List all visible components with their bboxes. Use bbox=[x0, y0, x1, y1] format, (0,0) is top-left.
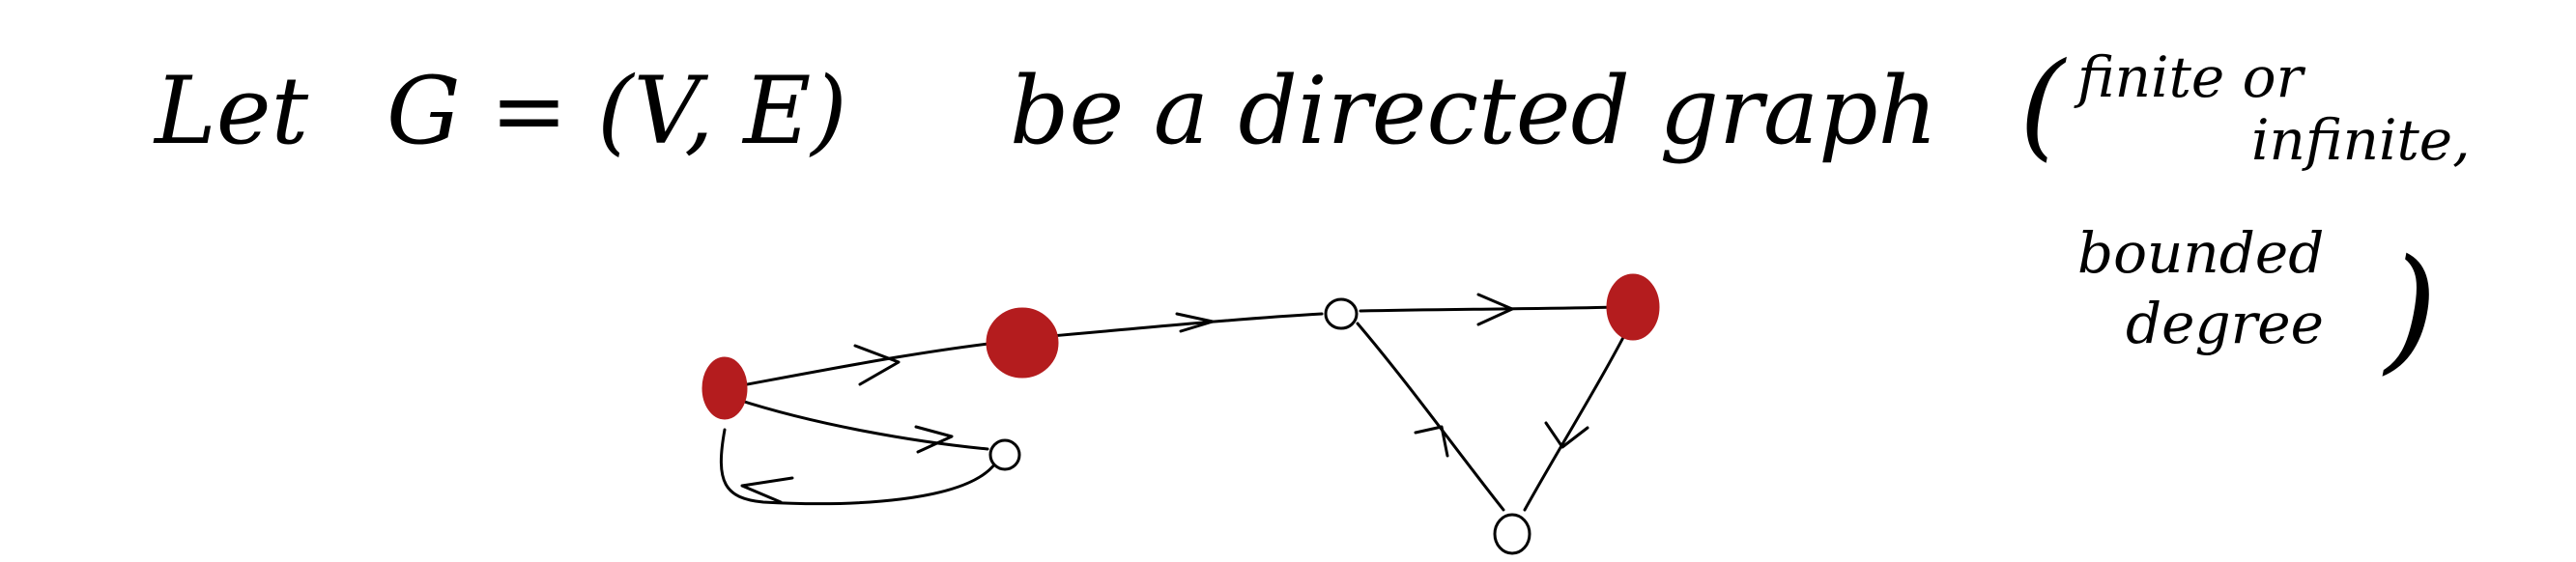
arrowhead-d-to-a bbox=[740, 476, 794, 504]
statement-line: Let G = (V, E) be a directed graph bbox=[153, 57, 1937, 165]
condition-infinite: infinite, bbox=[2251, 107, 2471, 173]
close-paren: ) bbox=[2382, 231, 2438, 388]
arrowhead-f-to-c bbox=[1414, 425, 1449, 458]
condition-degree: degree bbox=[2126, 291, 2324, 356]
edge-a-to-b bbox=[725, 338, 1024, 390]
edge-c-to-e bbox=[1359, 305, 1620, 313]
condition-finite-or: finite or bbox=[2074, 44, 2306, 110]
graph-sketch bbox=[701, 273, 1660, 555]
let-word: Let bbox=[153, 57, 309, 165]
arrowhead-a-to-b bbox=[853, 344, 901, 386]
statement-rest: be a directed graph bbox=[1010, 57, 1937, 165]
arrowhead-b-to-c bbox=[1175, 312, 1215, 333]
node-c-open bbox=[1324, 297, 1359, 330]
open-paren: ( bbox=[2019, 39, 2067, 173]
arrowhead-c-to-e bbox=[1476, 293, 1514, 326]
node-a-highlighted bbox=[701, 356, 748, 420]
edge-d-to-a bbox=[719, 428, 997, 506]
node-d-open bbox=[988, 438, 1021, 471]
edge-f-to-c bbox=[1356, 322, 1505, 512]
arrowhead-e-to-f bbox=[1544, 421, 1589, 449]
graph-conditions: ( finite or infinite, bounded degree ) bbox=[2019, 39, 2471, 388]
edge-e-to-f bbox=[1523, 317, 1635, 512]
arrowhead-a-to-d bbox=[914, 425, 954, 454]
node-f-open bbox=[1493, 513, 1531, 555]
edge-b-to-c bbox=[1027, 312, 1324, 340]
node-b-highlighted bbox=[986, 307, 1059, 379]
graph-notation: G = (V, E) bbox=[386, 57, 847, 165]
condition-bounded: bounded bbox=[2077, 220, 2324, 286]
node-e-highlighted bbox=[1606, 273, 1660, 341]
edge-a-to-d bbox=[725, 394, 989, 451]
